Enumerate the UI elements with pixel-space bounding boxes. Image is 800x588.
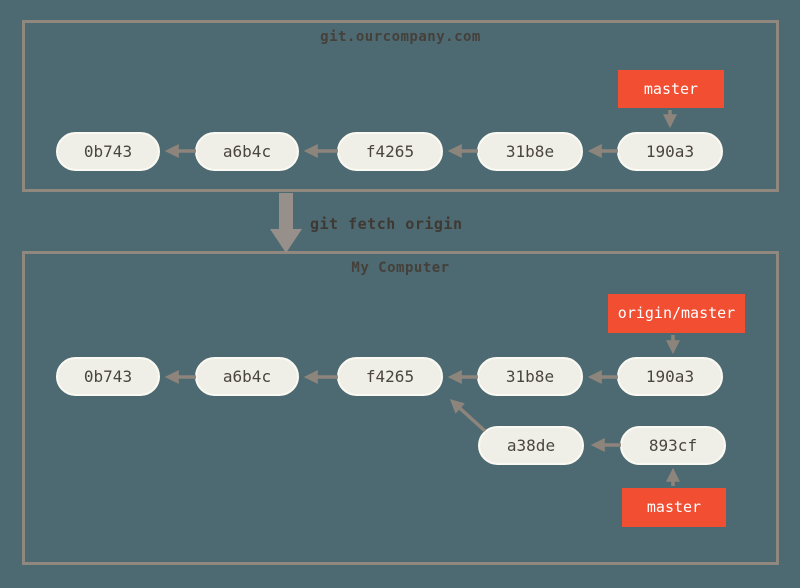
commit-node: 893cf — [620, 426, 726, 465]
commit-node: a6b4c — [195, 132, 299, 171]
commit-node: f4265 — [337, 132, 443, 171]
commit-node: a38de — [478, 426, 584, 465]
remote-master-branch-label: master — [618, 70, 724, 108]
commit-node: 0b743 — [56, 132, 160, 171]
commit-node: 0b743 — [56, 357, 160, 396]
local-master-branch-label: master — [622, 488, 726, 527]
commit-node: 190a3 — [617, 357, 723, 396]
remote-repo-title: git.ourcompany.com — [320, 29, 481, 45]
commit-node: a6b4c — [195, 357, 299, 396]
local-repo-title: My Computer — [351, 260, 450, 276]
git-command-label: git fetch origin — [310, 215, 463, 233]
fetch-transition-arrow — [270, 193, 302, 253]
commit-node: f4265 — [337, 357, 443, 396]
commit-node: 31b8e — [477, 357, 583, 396]
local-repo-box: My Computer — [22, 251, 779, 565]
remote-repo-box: git.ourcompany.com — [22, 20, 779, 192]
commit-node: 190a3 — [617, 132, 723, 171]
origin-master-branch-label: origin/master — [608, 294, 745, 333]
commit-node: 31b8e — [477, 132, 583, 171]
